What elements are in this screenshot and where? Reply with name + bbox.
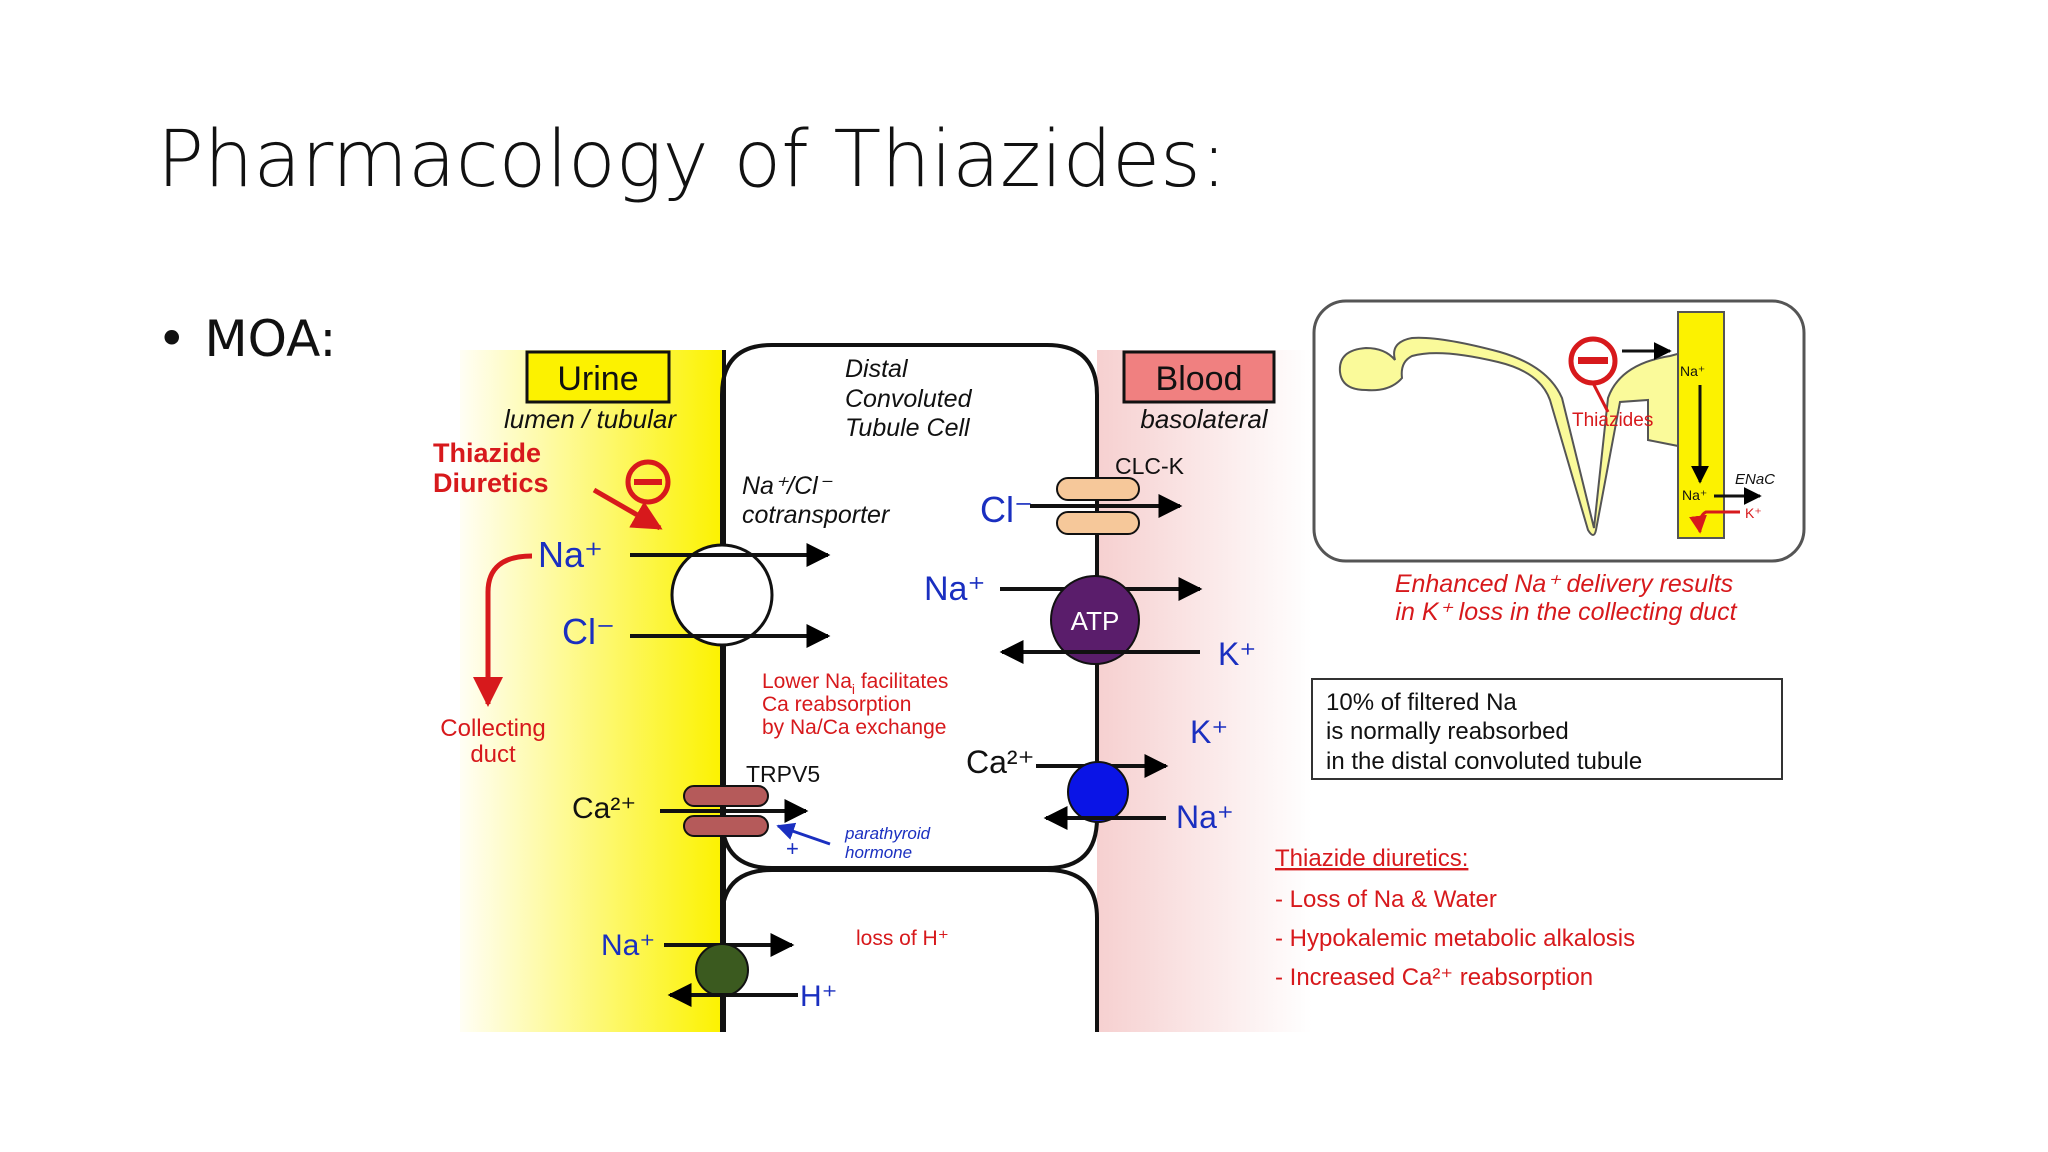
fact-line-3: in the distal convoluted tubule [1326,748,1642,775]
trpv5-channel [683,785,769,807]
moa-bullet: • MOA: [157,310,336,368]
cell-cl-label: Cl⁻ [980,489,1033,530]
blood-box [1122,350,1276,404]
urine-lumen-region [460,350,722,1032]
cell-ca-label: Ca²⁺ [966,744,1034,780]
pth-label-2: hormone [845,843,912,862]
ncc-transporter [670,543,774,647]
blood-k-label-1: K⁺ [1218,636,1256,672]
fact-line-1: 10% of filtered Na [1326,689,1517,716]
cotransporter-label-2: cotransporter [742,501,891,529]
ic-na-label: Na⁺ [601,929,655,962]
inset-na-bottom: Na⁺ [1682,487,1707,503]
lumen-ca-label: Ca²⁺ [572,792,636,825]
dct-cell [720,343,1099,1032]
effects-heading: Thiazide diuretics: [1275,845,1468,872]
lumen-na-label: Na⁺ [538,534,603,575]
cell-title-line-3: Tubule Cell [845,414,971,442]
lower-na-note-3: by Na/Ca exchange [762,716,946,739]
effect-item-2: - Hypokalemic metabolic alkalosis [1275,925,1635,952]
na-ca-exchanger [1067,761,1129,823]
inset-k-label: K⁺ [1745,505,1762,521]
inset-thiazides-label: Thiazides [1572,410,1653,431]
clck-channel [1056,477,1140,501]
cell-na-label: Na⁺ [924,570,985,608]
inset-caption-1: Enhanced Na⁺ delivery results [1395,570,1733,598]
cell-title-line-2: Convoluted [845,385,973,413]
thiazide-label-line-1: Thiazide [433,438,541,468]
blood-subtitle: basolateral [1140,404,1268,434]
pth-plus: + [786,836,799,861]
fact-line-2: is normally reabsorbed [1326,718,1569,745]
fact-box [1311,678,1783,780]
inset-na-top: Na⁺ [1680,363,1705,379]
effect-item-1: - Loss of Na & Water [1275,886,1497,913]
collecting-duct-label-1: Collecting [440,715,545,742]
bullet-mark: • [157,310,187,368]
blood-k-label-2: K⁺ [1190,714,1228,750]
collecting-duct-label-2: duct [470,741,516,768]
loss-of-h-label: loss of H⁺ [856,927,949,950]
na-k-atpase [1050,575,1140,665]
trpv5-label: TRPV5 [746,761,820,787]
blood-na-label: Na⁺ [1176,799,1234,835]
cell-title-line-1: Distal [845,355,909,383]
inset-enac-label: ENaC [1735,471,1775,488]
inset-caption-2: in K⁺ loss in the collecting duct [1395,598,1737,626]
thiazide-label-line-2: Diuretics [433,468,549,498]
blood-box-label: Blood [1156,360,1243,398]
urine-box-label: Urine [557,360,638,398]
effect-item-3: - Increased Ca²⁺ reabsorption [1275,964,1593,991]
blood-basolateral-region [1097,350,1312,1032]
lower-na-note-1: Lower Nai facilitates [762,670,948,697]
atp-label: ATP [1071,606,1120,636]
lumen-cl-label: Cl⁻ [562,611,615,652]
moa-label: MOA: [204,310,337,368]
clck-label: CLC-K [1115,453,1185,479]
slide-title: Pharmacology of Thiazides: [157,115,1228,205]
lower-na-note-2: Ca reabsorption [762,693,911,716]
urine-box [525,350,671,404]
ic-h-label: H⁺ [800,980,838,1013]
pth-label-1: parathyroid [844,824,931,843]
na-h-exchanger [695,943,749,997]
urine-subtitle: lumen / tubular [504,404,677,434]
intercalated-cell [720,868,1099,1032]
cotransporter-label-1: Na⁺/Cl⁻ [742,472,833,500]
